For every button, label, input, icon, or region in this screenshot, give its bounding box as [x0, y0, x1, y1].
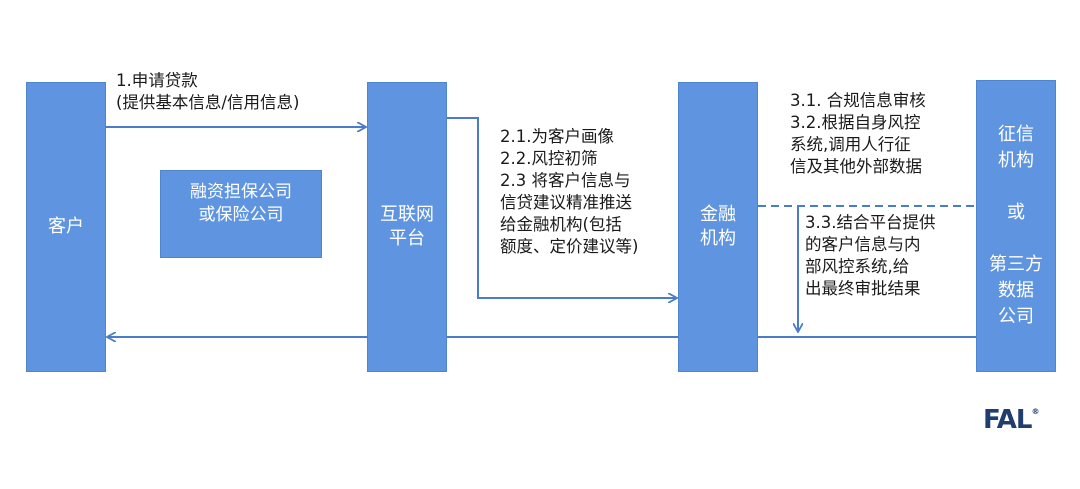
internet-platform-box: 互联网 平台	[367, 82, 447, 372]
guarantee-company-box: 融资担保公司 或保险公司	[160, 170, 322, 258]
fal-logo: FAL®	[983, 405, 1039, 435]
financial-institution-box: 金融 机构	[678, 82, 758, 372]
credit-bureau-box: 征信 机构 或 第三方 数据 公司	[976, 80, 1056, 372]
step2-platform-text: 2.1.为客户画像 2.2.风控初筛 2.3 将客户信息与 信贷建议精准推送 给…	[500, 127, 639, 256]
platform-label: 互联网 平台	[380, 204, 434, 249]
customer-label: 客户	[48, 216, 84, 237]
step3-compliance-text: 3.1. 合规信息审核 3.2.根据自身风控 系统,调用人行征 信及其他外部数据	[790, 91, 926, 176]
fal-logo-text: FAL	[983, 405, 1032, 435]
guarantee-label: 融资担保公司 或保险公司	[190, 182, 292, 225]
step1-apply-loan-text: 1.申请贷款 (提供基本信息/信用信息)	[116, 71, 300, 112]
credit-label: 征信 机构 或 第三方 数据 公司	[989, 124, 1043, 327]
arrow-platform-to-finance	[447, 117, 676, 298]
customer-box: 客户	[26, 82, 106, 372]
step3-approval-text: 3.3.结合平台提供 的客户信息与内 部风控系统,给 出最终审批结果	[805, 213, 936, 298]
finance-label: 金融 机构	[700, 204, 736, 249]
